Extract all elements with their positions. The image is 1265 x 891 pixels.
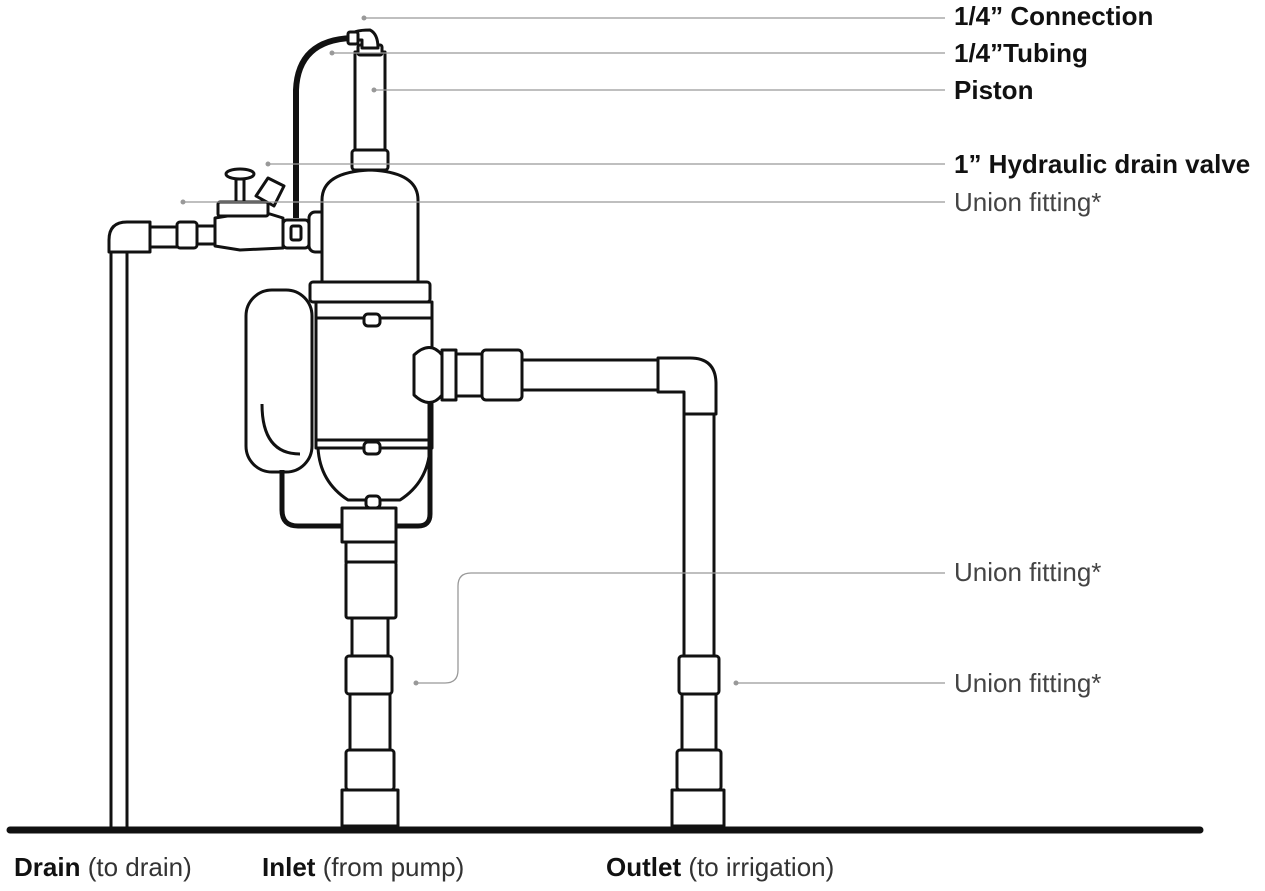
callout-leaders	[183, 17, 945, 684]
label-piston: Piston	[954, 75, 1034, 105]
outlet-subtitle: (to irrigation)	[688, 852, 835, 882]
drain-pipe	[107, 220, 180, 830]
label-union-fitting-mid: Union fitting*	[954, 557, 1102, 587]
outlet-title: Outlet	[606, 852, 682, 882]
callout-dots	[180, 15, 739, 686]
drain-subtitle: (to drain)	[87, 852, 192, 882]
inlet-pipe	[340, 506, 400, 828]
quarter-inch-tubing	[293, 35, 353, 218]
inlet-title: Inlet	[262, 852, 316, 882]
drain-label: Drain (to drain)	[14, 850, 192, 884]
drain-title: Drain	[14, 852, 81, 882]
controller-tank	[244, 288, 314, 474]
label-union-fitting-top: Union fitting*	[954, 187, 1102, 217]
label-union-fitting-low: Union fitting*	[954, 668, 1102, 698]
outlet-pipe	[412, 346, 726, 828]
inlet-label: Inlet (from pump)	[262, 850, 464, 884]
piston	[346, 28, 390, 172]
hydraulic-drain-valve	[175, 167, 331, 254]
label-tubing: 1/4”Tubing	[954, 38, 1088, 68]
label-connection: 1/4” Connection	[954, 1, 1154, 31]
inlet-subtitle: (from pump)	[322, 852, 465, 882]
filter-upper-body	[308, 168, 432, 304]
label-drain-valve: 1” Hydraulic drain valve	[954, 149, 1251, 179]
filter-lower-body	[314, 300, 434, 510]
outlet-label: Outlet (to irrigation)	[606, 850, 834, 884]
